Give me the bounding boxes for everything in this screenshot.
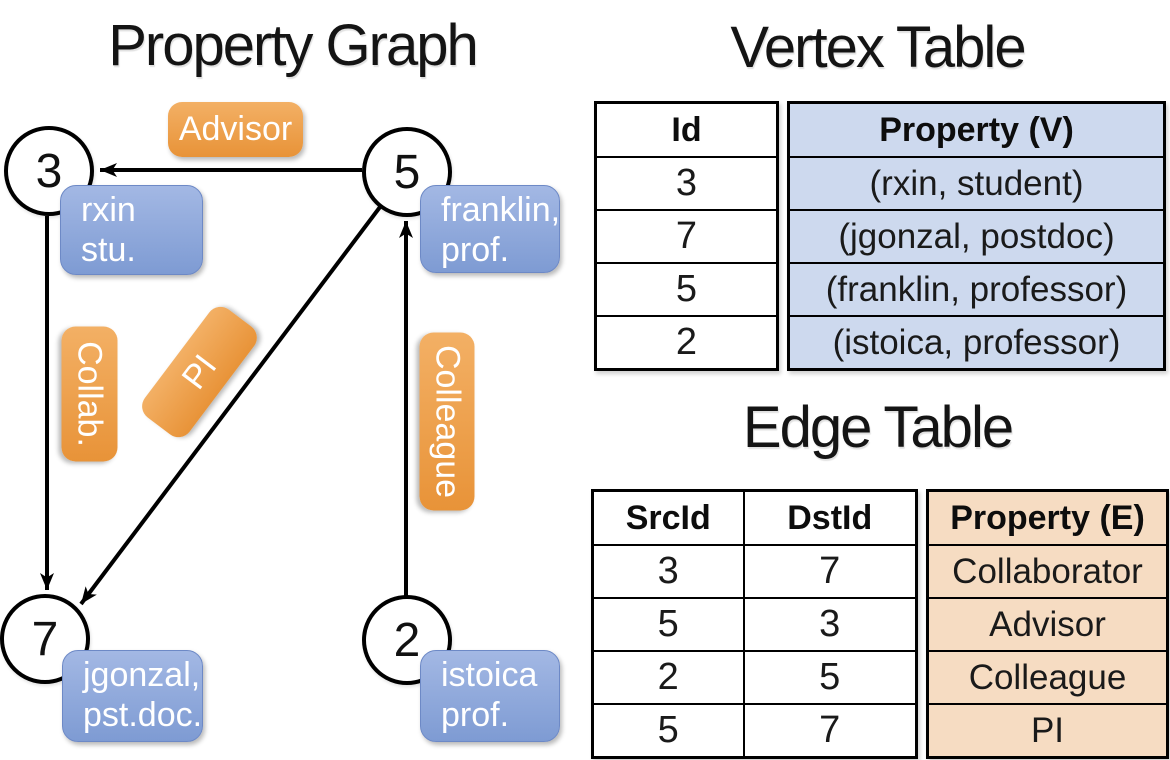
- vertex-property-box-2: istoica prof.: [420, 650, 560, 742]
- table-row: 5: [594, 262, 779, 317]
- table-cell: 5: [594, 262, 779, 317]
- table-cell: 3: [594, 156, 779, 211]
- graph-edges-svg: [40, 163, 413, 606]
- vertex-property-line: jgonzal,: [83, 656, 201, 694]
- vertex-property-box-3: rxin stu.: [60, 185, 203, 275]
- table-cell: 2: [591, 650, 745, 705]
- table-cell: (istoica, professor): [787, 315, 1166, 371]
- vertex-property-box-5: franklin, prof.: [420, 185, 560, 273]
- table-cell: Collaborator: [926, 544, 1169, 599]
- vertex-property-line: prof.: [441, 231, 510, 269]
- vertex-table: Id 3 7 5 2 Property (V) (rxin, student) …: [594, 101, 1166, 371]
- node-id-label: 5: [393, 145, 421, 199]
- graph-node-2: 2: [362, 595, 452, 685]
- vertex-id-table: Id 3 7 5 2: [594, 101, 779, 371]
- edge-table: SrcId DstId 3 7 5 3 2 5 5 7 Property (E)…: [591, 489, 1169, 759]
- edge-srcid-column-header: SrcId: [591, 489, 745, 546]
- vertex-property-line: prof.: [441, 696, 510, 734]
- table-cell: 3: [591, 544, 745, 599]
- vertex-property-line: pst.doc.: [83, 696, 203, 734]
- vertex-property-table: Property (V) (rxin, student) (jgonzal, p…: [787, 101, 1166, 371]
- edge-table-title: Edge Table: [742, 395, 1014, 460]
- vertex-property-line: stu.: [81, 231, 136, 269]
- table-cell: 5: [742, 650, 918, 705]
- table-cell: (franklin, professor): [787, 262, 1166, 317]
- table-cell: 5: [591, 703, 745, 759]
- table-row: 3 7: [591, 544, 918, 599]
- table-row: 2: [594, 315, 779, 371]
- vertex-property-box-7: jgonzal, pst.doc.: [62, 650, 203, 742]
- table-row: PI: [926, 703, 1169, 759]
- table-row: Collaborator: [926, 544, 1169, 599]
- table-cell: 3: [742, 597, 918, 652]
- edge-property-table: Property (E) Collaborator Advisor Collea…: [926, 489, 1169, 759]
- table-row: 2 5: [591, 650, 918, 705]
- vertex-table-title: Vertex Table: [730, 15, 1026, 80]
- table-cell: (jgonzal, postdoc): [787, 209, 1166, 264]
- table-row: 7: [594, 209, 779, 264]
- edge-property-column-header: Property (E): [926, 489, 1169, 546]
- edge-label-collab: Collab.: [61, 326, 118, 462]
- table-cell: Colleague: [926, 650, 1169, 705]
- vertex-property-line: rxin: [81, 191, 136, 229]
- edge-label-advisor: Advisor: [168, 102, 303, 157]
- edge-pi-line: [79, 205, 382, 606]
- edge-dstid-column-header: DstId: [742, 489, 918, 546]
- table-cell: (rxin, student): [787, 156, 1166, 211]
- table-row: 5 7: [591, 703, 918, 759]
- table-cell: Advisor: [926, 597, 1169, 652]
- table-row: Colleague: [926, 650, 1169, 705]
- table-row: 5 3: [591, 597, 918, 652]
- table-cell: 5: [591, 597, 745, 652]
- graph-node-5: 5: [362, 127, 452, 217]
- table-row: (istoica, professor): [787, 315, 1166, 371]
- table-cell: 7: [742, 703, 918, 759]
- vertex-property-column-header: Property (V): [787, 101, 1166, 158]
- node-id-label: 3: [35, 144, 63, 198]
- node-id-label: 7: [31, 612, 59, 666]
- table-row: (rxin, student): [787, 156, 1166, 211]
- property-graph-title: Property Graph: [108, 13, 479, 78]
- vertex-property-line: istoica: [441, 656, 538, 694]
- table-cell: 7: [594, 209, 779, 264]
- table-row: 3: [594, 156, 779, 211]
- edge-ids-table: SrcId DstId 3 7 5 3 2 5 5 7: [591, 489, 918, 759]
- table-row: (jgonzal, postdoc): [787, 209, 1166, 264]
- node-id-label: 2: [393, 613, 421, 667]
- table-row: Advisor: [926, 597, 1169, 652]
- vertex-property-line: franklin,: [441, 191, 561, 229]
- table-row: (franklin, professor): [787, 262, 1166, 317]
- table-cell: 7: [742, 544, 918, 599]
- edge-label-colleague: Colleague: [419, 332, 475, 511]
- vertex-id-column-header: Id: [594, 101, 779, 158]
- table-cell: PI: [926, 703, 1169, 759]
- table-cell: 2: [594, 315, 779, 371]
